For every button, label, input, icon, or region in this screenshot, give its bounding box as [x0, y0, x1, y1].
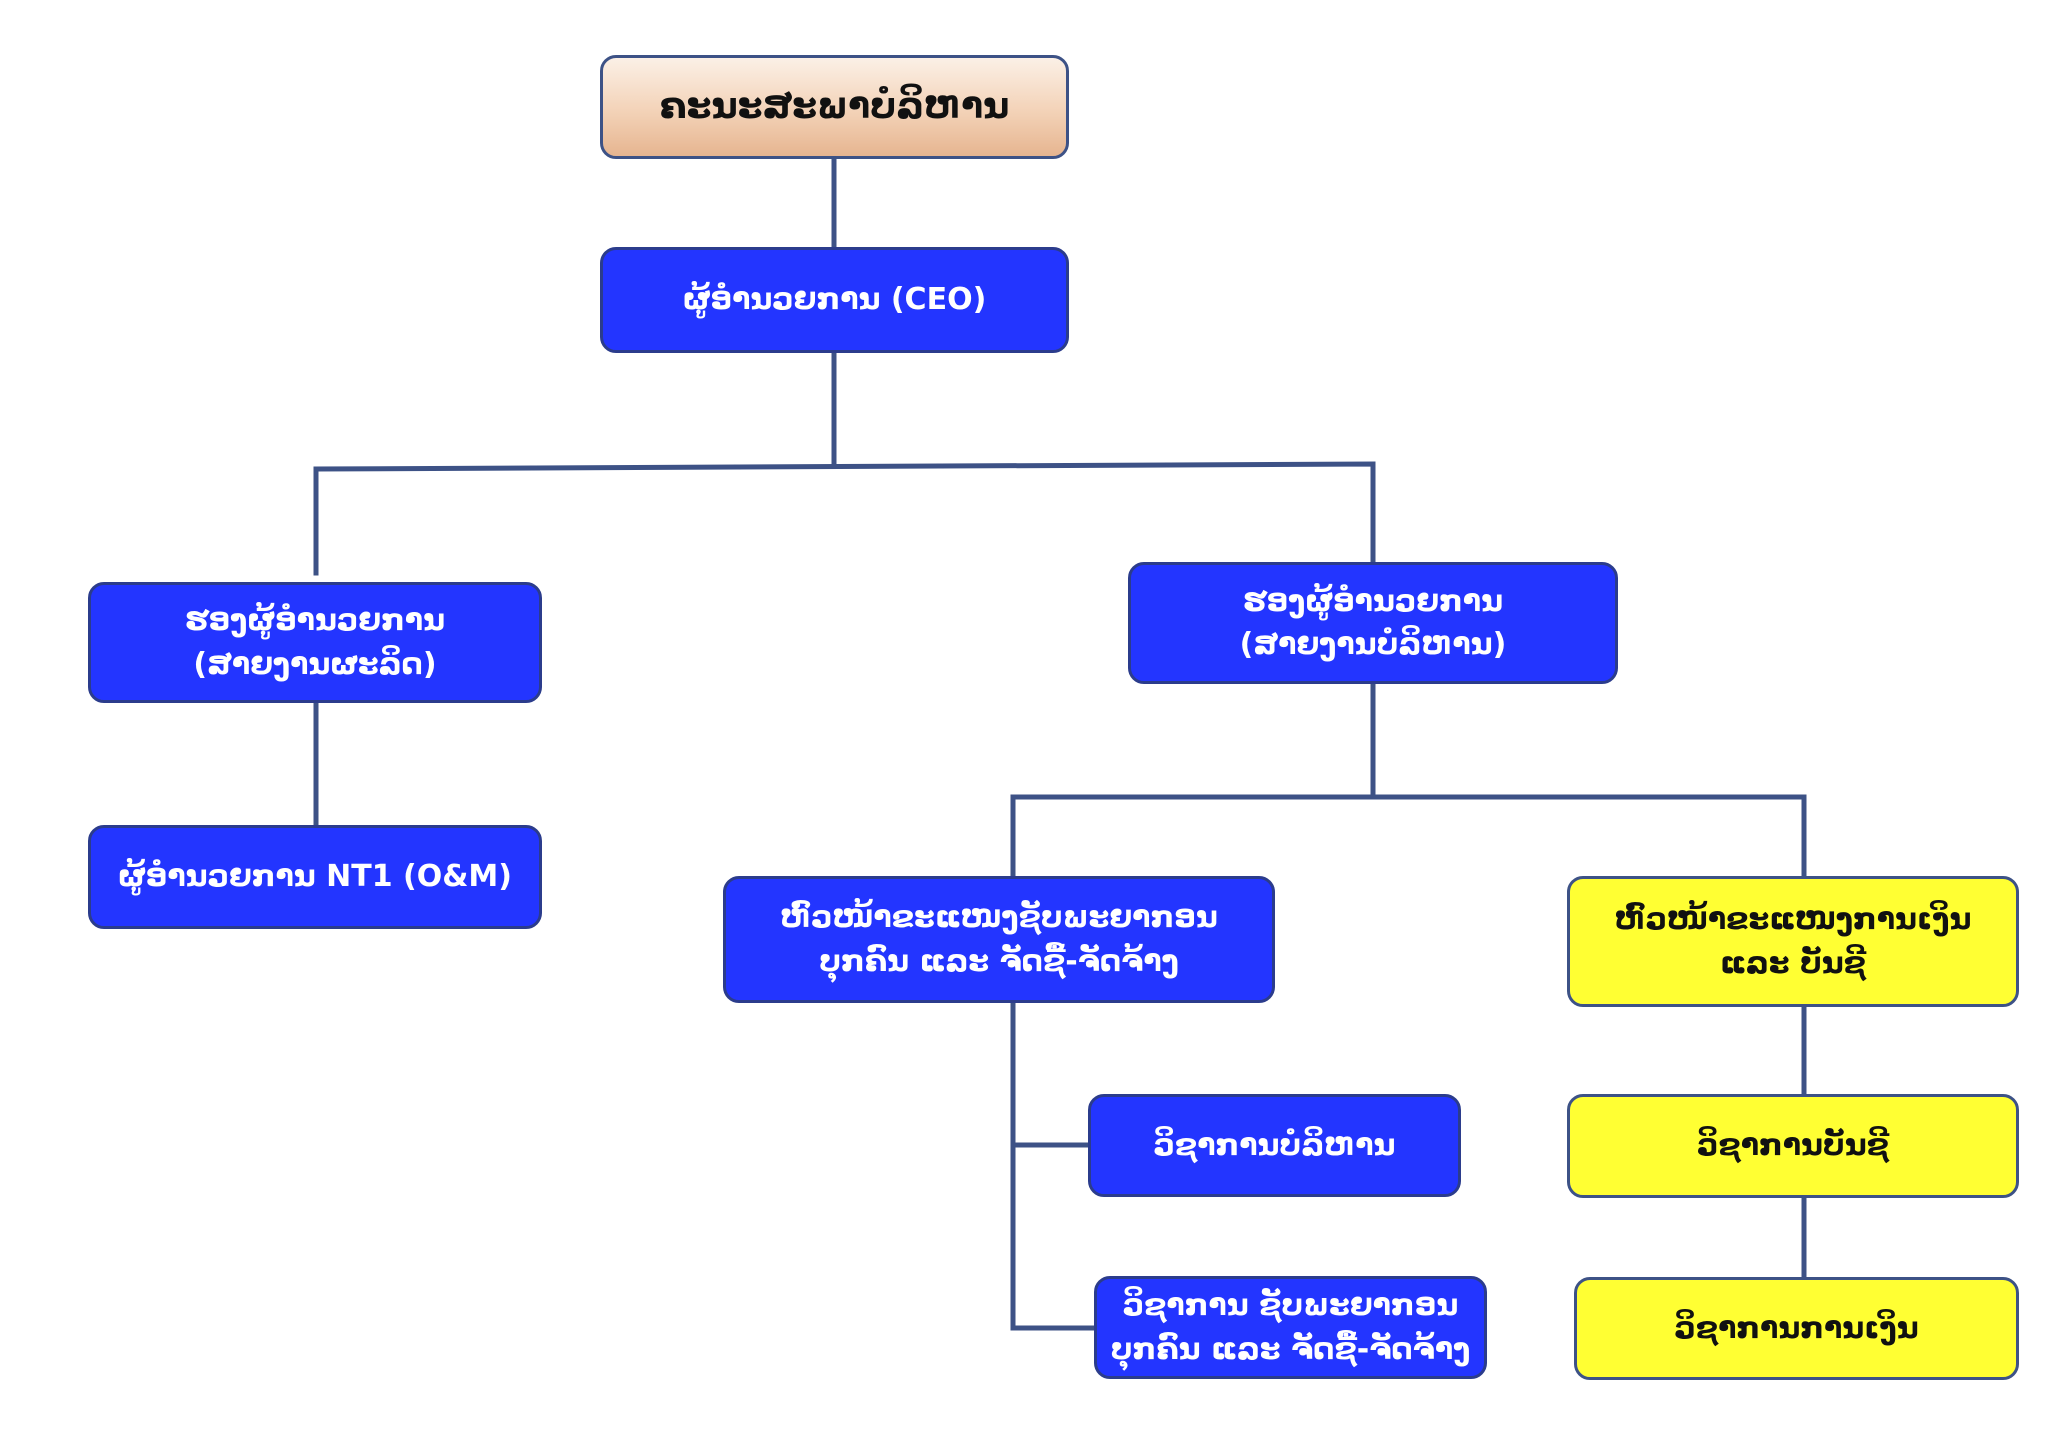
- connector-heads-bus: [1010, 794, 1807, 879]
- staff-accounting-label: ວິຊາການບັນຊີ: [1697, 1128, 1889, 1164]
- connector-deputy-bus: [313, 461, 1376, 576]
- staff-hr-label-line2: ບຸກຄົນ ແລະ ຈັດຊື້-ຈັດຈ້າງ: [1110, 1331, 1471, 1367]
- board-label: ຄະນະສະພາບໍລິຫານ: [659, 85, 1010, 127]
- head-hr-label-line2: ບຸກຄົນ ແລະ ຈັດຊື້-ຈັດຈ້າງ: [819, 943, 1179, 979]
- staff-hr-label-line1: ວິຊາການ ຊັບພະຍາກອນ: [1122, 1288, 1459, 1323]
- connector-hr-staff: [1010, 1000, 1098, 1331]
- ceo-label: ຜູ້ອຳນວຍການ (CEO): [682, 282, 987, 318]
- staff-finance-label: ວິຊາການການເງິນ: [1674, 1310, 1919, 1346]
- staff-admin-node: ວິຊາການບໍລິຫານ: [1088, 1094, 1461, 1197]
- head-finance-label-line1: ຫົວໜ້າຂະແໜງການເງິນ: [1614, 902, 1972, 937]
- deputy-admin-label-line1: ຮອງຜູ້ອຳນວຍການ: [1243, 583, 1503, 619]
- staff-finance-node: ວິຊາການການເງິນ: [1574, 1277, 2019, 1380]
- ceo-node: ຜູ້ອຳນວຍການ (CEO): [600, 247, 1069, 353]
- deputy-admin-node: ຮອງຜູ້ອຳນວຍການ (ສາຍງານບໍລິຫານ): [1128, 562, 1618, 684]
- head-finance-accounting-node: ຫົວໜ້າຂະແໜງການເງິນ ແລະ ບັນຊີ: [1567, 876, 2019, 1007]
- deputy-production-label-line1: ຮອງຜູ້ອຳນວຍການ: [185, 603, 445, 638]
- deputy-production-node: ຮອງຜູ້ອຳນວຍການ (ສາຍງານຜະລິດ): [88, 582, 542, 703]
- staff-admin-label: ວິຊາການບໍລິຫານ: [1153, 1127, 1396, 1163]
- deputy-production-label-line2: (ສາຍງານຜະລິດ): [193, 646, 437, 682]
- head-hr-label-line1: ຫົວໜ້າຂະແໜງຊັບພະຍາກອນ: [780, 900, 1218, 935]
- director-nt1-node: ຜູ້ອຳນວຍການ NT1 (O&M): [88, 825, 542, 929]
- staff-accounting-node: ວິຊາການບັນຊີ: [1567, 1094, 2019, 1198]
- staff-hr-procurement-node: ວິຊາການ ຊັບພະຍາກອນ ບຸກຄົນ ແລະ ຈັດຊື້-ຈັດ…: [1094, 1276, 1487, 1379]
- deputy-admin-label-line2: (ສາຍງານບໍລິຫານ): [1239, 627, 1507, 662]
- director-nt1-label: ຜູ້ອຳນວຍການ NT1 (O&M): [118, 859, 512, 895]
- head-finance-label-line2: ແລະ ບັນຊີ: [1719, 945, 1866, 981]
- board-of-directors-node: ຄະນະສະພາບໍລິຫານ: [600, 55, 1069, 159]
- head-hr-procurement-node: ຫົວໜ້າຂະແໜງຊັບພະຍາກອນ ບຸກຄົນ ແລະ ຈັດຊື້-…: [723, 876, 1275, 1003]
